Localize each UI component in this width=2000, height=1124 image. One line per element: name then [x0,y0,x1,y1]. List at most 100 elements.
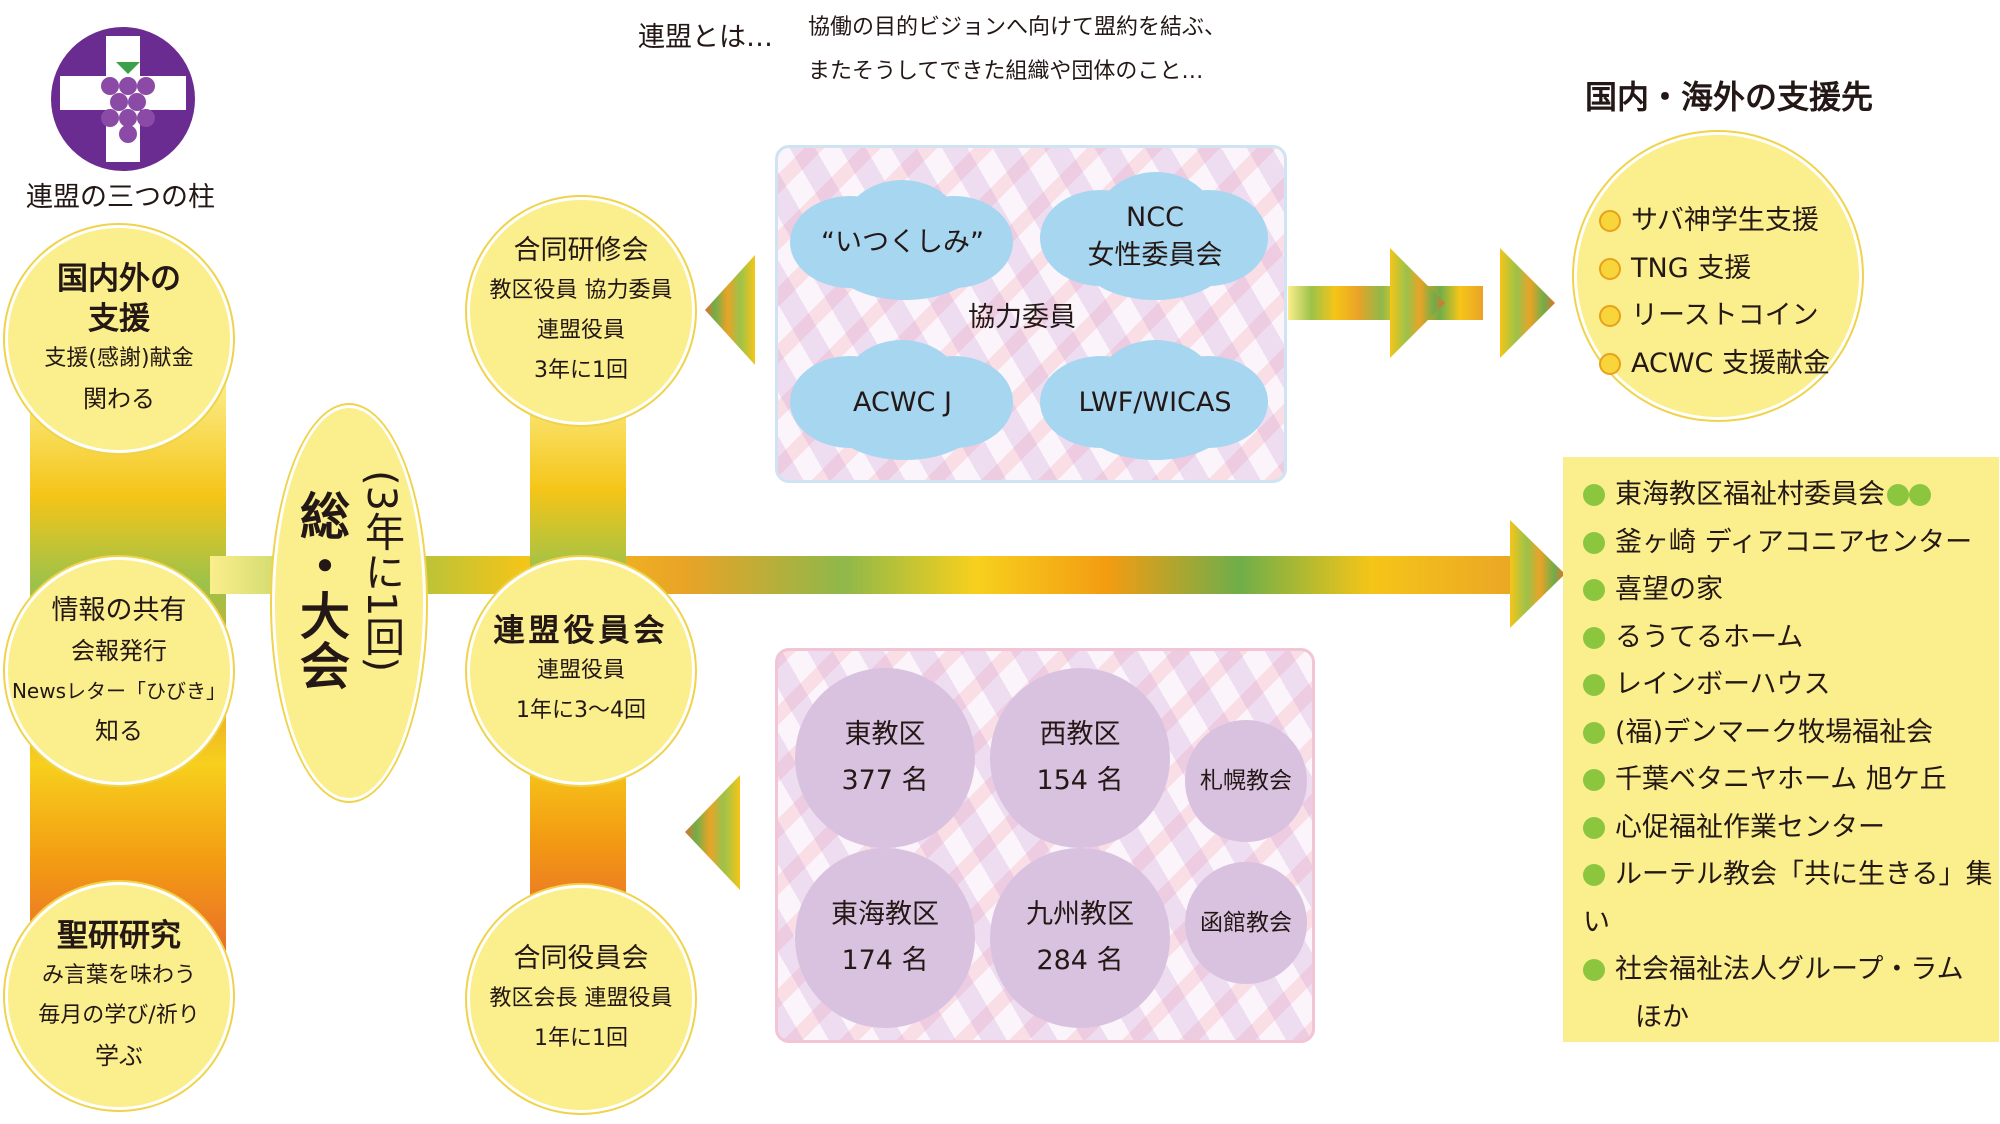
officers-meeting-title: 連盟役員会 [493,613,669,649]
cloud-lwf-wicas-label: LWF/WICAS [1078,386,1232,418]
joint-training-title: 合同研修会 [513,235,649,266]
support-targets-title: 国内・海外の支援先 [1585,78,1874,116]
pillar-support-circle: 国内外の 支援 支援(感謝)献金 関わる [8,228,230,450]
joint-training-line2: 連盟役員 [536,318,625,343]
church-sapporo: 札幌教会 [1185,720,1307,842]
arrow-right-to-domestic [1510,520,1565,628]
grape-cross-logo-icon [51,27,195,171]
bullet-icon [1599,352,1621,375]
cloud-itsukushimi: “いつくしみ” [790,180,1015,305]
district-west: 西教区 154 名 [990,668,1170,848]
joint-training-line1: 教区役員 協力委員 [489,278,673,303]
officers-meeting-line2: 1年に3〜4回 [516,698,646,723]
domestic-item-4: (福)デンマーク牧場福祉会 [1583,709,1999,757]
cooperators-to-support-bar [1288,286,1483,320]
district-kyushu-name: 九州教区 [1026,899,1134,930]
abroad-item-0: サバ神学生支援 [1599,197,1819,245]
logo [48,24,198,174]
arrow-right-to-support-2 [1500,248,1555,358]
domestic-support-box: 東海教区福祉村委員会 釜ヶ崎 ディアコニアセンター 喜望の家 るうてるホーム レ… [1563,457,1999,1042]
abroad-item-2: リーストコイン [1599,292,1819,340]
district-tokai: 東海教区 174 名 [795,848,975,1028]
general-assembly-pill [275,408,423,798]
domestic-item-5: 千葉ベタニヤホーム 旭ケ丘 [1583,756,1999,804]
pillar-info-title: 情報の共有 [51,595,187,626]
cloud-ncc: NCC 女性委員会 [1040,172,1270,302]
general-assembly-title: 総・大会 [292,490,350,690]
bullet-icon [1583,816,1605,839]
pillar-info-line3: 知る [95,717,143,745]
domestic-item-0: 釜ヶ崎 ディアコニアセンター [1583,519,1999,567]
district-east: 東教区 377 名 [795,668,975,848]
domestic-item-2: るうてるホーム [1583,614,1999,662]
joint-training-line3: 3年に1回 [534,358,628,383]
church-sapporo-label: 札幌教会 [1200,768,1292,794]
abroad-item-1: TNG 支援 [1599,245,1751,293]
domestic-item-3: レインボーハウス [1583,661,1999,709]
arrow-right-to-support-1 [1390,248,1445,358]
general-assembly-frequency: (3年に1回) [358,470,404,673]
pillar-study-line1: み言葉を味わう [41,963,196,988]
bullet-icon [1909,484,1931,506]
bullet-icon [1583,769,1605,791]
bullet-icon [1583,959,1605,981]
bullet-icon [1599,257,1621,280]
cloud-acwc-j-label: ACWC J [853,386,952,418]
cloud-lwf-wicas: LWF/WICAS [1040,340,1270,465]
main-horizontal-flow-bar [210,556,1530,594]
bullet-icon [1599,210,1621,232]
abroad-support-circle: サバ神学生支援 TNG 支援 リーストコイン ACWC 支援献金 [1577,135,1859,417]
arrow-left-to-training [705,255,755,365]
definition-line1: 協働の目的ビジョンへ向けて盟約を結ぶ、 [808,15,1227,40]
cooperators-center-label: 協力委員 [968,302,1076,333]
definition-line2: またそうしてできた組織や団体のこと… [808,59,1204,84]
definition-label: 連盟とは… [638,22,773,53]
district-west-name: 西教区 [1039,719,1121,750]
domestic-item-tail: ほか [1635,1001,1689,1033]
bullet-icon [1583,721,1605,744]
joint-officers-circle: 合同役員会 教区会長 連盟役員 1年に1回 [470,888,692,1110]
pillar-support-title-2: 支援 [88,301,150,337]
bullet-icon [1887,484,1909,506]
joint-officers-line2: 1年に1回 [534,1026,628,1051]
abroad-item-3: ACWC 支援献金 [1599,340,1830,388]
district-kyushu: 九州教区 284 名 [990,848,1170,1028]
pillar-study-title: 聖研研究 [57,918,181,954]
district-east-name: 東教区 [844,719,926,750]
officers-meeting-circle: 連盟役員会 連盟役員 1年に3〜4回 [470,560,692,782]
pillar-info-circle: 情報の共有 会報発行 Newsレター「ひびき」 知る [8,560,230,782]
bullet-icon [1583,484,1605,506]
church-hakodate-label: 函館教会 [1200,910,1292,936]
district-west-count: 154 名 [1036,765,1124,796]
cloud-acwc-j: ACWC J [790,340,1015,465]
bullet-icon [1583,579,1605,601]
district-tokai-count: 174 名 [841,945,929,976]
church-hakodate: 函館教会 [1185,862,1307,984]
bullet-icon [1599,305,1621,327]
pillars-title: 連盟の三つの柱 [26,182,215,213]
domestic-item-first: 東海教区福祉村委員会 [1583,471,1999,519]
pillar-study-circle: 聖研研究 み言葉を味わう 毎月の学び/祈り 学ぶ [8,885,230,1107]
pillar-support-line1: 支援(感謝)献金 [44,346,194,371]
pillar-info-line2: Newsレター「ひびき」 [11,679,227,703]
arrow-left-to-officers [685,775,740,890]
cloud-ncc-line2: 女性委員会 [1087,240,1223,271]
bullet-icon [1583,864,1605,886]
district-east-count: 377 名 [841,765,929,796]
officers-meeting-line1: 連盟役員 [536,658,625,683]
district-kyushu-count: 284 名 [1036,945,1124,976]
pillar-support-line2: 関わる [83,385,155,413]
bullet-icon [1583,674,1605,696]
joint-officers-title: 合同役員会 [513,943,649,974]
domestic-item-1: 喜望の家 [1583,566,1999,614]
pillar-study-line2: 毎月の学び/祈り [38,1003,200,1028]
domestic-item-8: 社会福祉法人グループ・ラム [1583,946,1999,994]
pillar-support-title-1: 国内外の [57,261,181,297]
joint-officers-line1: 教区会長 連盟役員 [489,986,673,1011]
cloud-ncc-line1: NCC [1126,202,1184,233]
district-tokai-name: 東海教区 [831,899,939,930]
bullet-icon [1583,626,1605,649]
domestic-item-6: 心促福祉作業センター [1583,804,1999,852]
domestic-item-7: ルーテル教会「共に生きる」集い [1583,859,1993,938]
